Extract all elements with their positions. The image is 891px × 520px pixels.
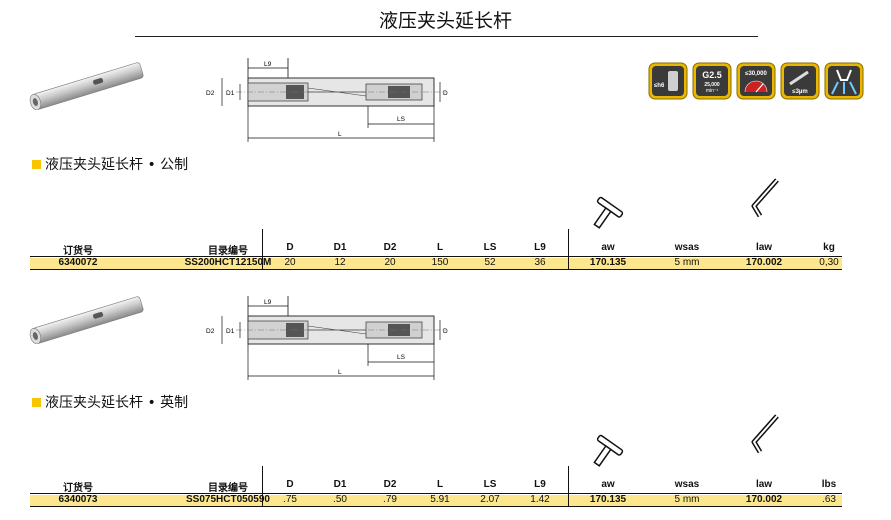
section-heading-imperial: 液压夹头延长杆 • 英制 (32, 392, 188, 412)
column-divider (568, 466, 569, 506)
table-row: 6340073 SS075HCT050590 .75 .50 .79 5.91 … (30, 494, 842, 506)
svg-text:≤h6: ≤h6 (654, 83, 665, 89)
dim-label-l9: L9 (264, 299, 272, 306)
heading-bullet (32, 397, 41, 407)
dim-label-d2: D2 (206, 328, 215, 335)
svg-text:≤3µm: ≤3µm (792, 89, 807, 95)
dim-label-d2: D2 (206, 90, 215, 97)
dim-label-l: L (338, 369, 342, 376)
svg-text:min⁻¹: min⁻¹ (706, 88, 719, 94)
dim-label-d: D (443, 328, 448, 335)
hex-key-icon (751, 178, 779, 218)
dim-label-ls: LS (397, 354, 406, 361)
coolant-through-icon (824, 62, 864, 100)
dim-label-ls: LS (397, 116, 406, 123)
feature-badges: ≤h6 G2.5 25,000 min⁻¹ ≤30,000 ≤3µm (648, 62, 864, 100)
svg-text:25,000: 25,000 (704, 82, 720, 88)
row-rule (30, 269, 842, 270)
heading-bullet (32, 159, 41, 169)
extension-rod-photo (29, 62, 144, 110)
title-rule (135, 36, 758, 37)
column-divider (262, 466, 263, 506)
technical-drawing: L9 D2 D1 D LS L (206, 58, 448, 142)
header-rule (30, 256, 842, 257)
dim-label-l: L (338, 131, 342, 138)
balance-grade-icon: G2.5 25,000 min⁻¹ (692, 62, 732, 100)
table-row: 6340072 SS200HCT12150M 20 12 20 150 52 3… (30, 257, 842, 269)
hex-key-icon (751, 414, 779, 454)
dim-label-l9: L9 (264, 61, 272, 68)
runout-icon: ≤3µm (780, 62, 820, 100)
cylindrical-shank-icon: ≤h6 (648, 62, 688, 100)
column-divider (262, 229, 263, 269)
dim-label-d: D (443, 90, 448, 97)
table-header: 订货号 目录编号 D D1 D2 L LS L9 aw wsas law lbs (63, 479, 837, 494)
technical-drawing: L9 D2 D1 D LS L (206, 296, 448, 380)
column-divider (568, 229, 569, 269)
table-header: 订货号 目录编号 D D1 D2 L LS L9 aw wsas law kg (63, 242, 835, 257)
svg-text:≤30,000: ≤30,000 (745, 71, 767, 77)
spec-table-imperial: 订货号 目录编号 D D1 D2 L LS L9 aw wsas law lbs… (30, 466, 842, 507)
dim-label-d1: D1 (226, 328, 235, 335)
row-rule (30, 506, 842, 507)
svg-text:G2.5: G2.5 (702, 70, 722, 80)
header-rule (30, 493, 842, 494)
section-heading-metric: 液压夹头延长杆 • 公制 (32, 154, 188, 174)
dim-label-d1: D1 (226, 90, 235, 97)
t-wrench-icon (593, 434, 624, 467)
page-title: 液压夹头延长杆 (378, 10, 512, 32)
extension-rod-photo (29, 296, 144, 344)
t-wrench-icon (593, 196, 624, 229)
spec-table-metric: 订货号 目录编号 D D1 D2 L LS L9 aw wsas law kg … (30, 229, 842, 270)
speed-gauge-icon: ≤30,000 (736, 62, 776, 100)
